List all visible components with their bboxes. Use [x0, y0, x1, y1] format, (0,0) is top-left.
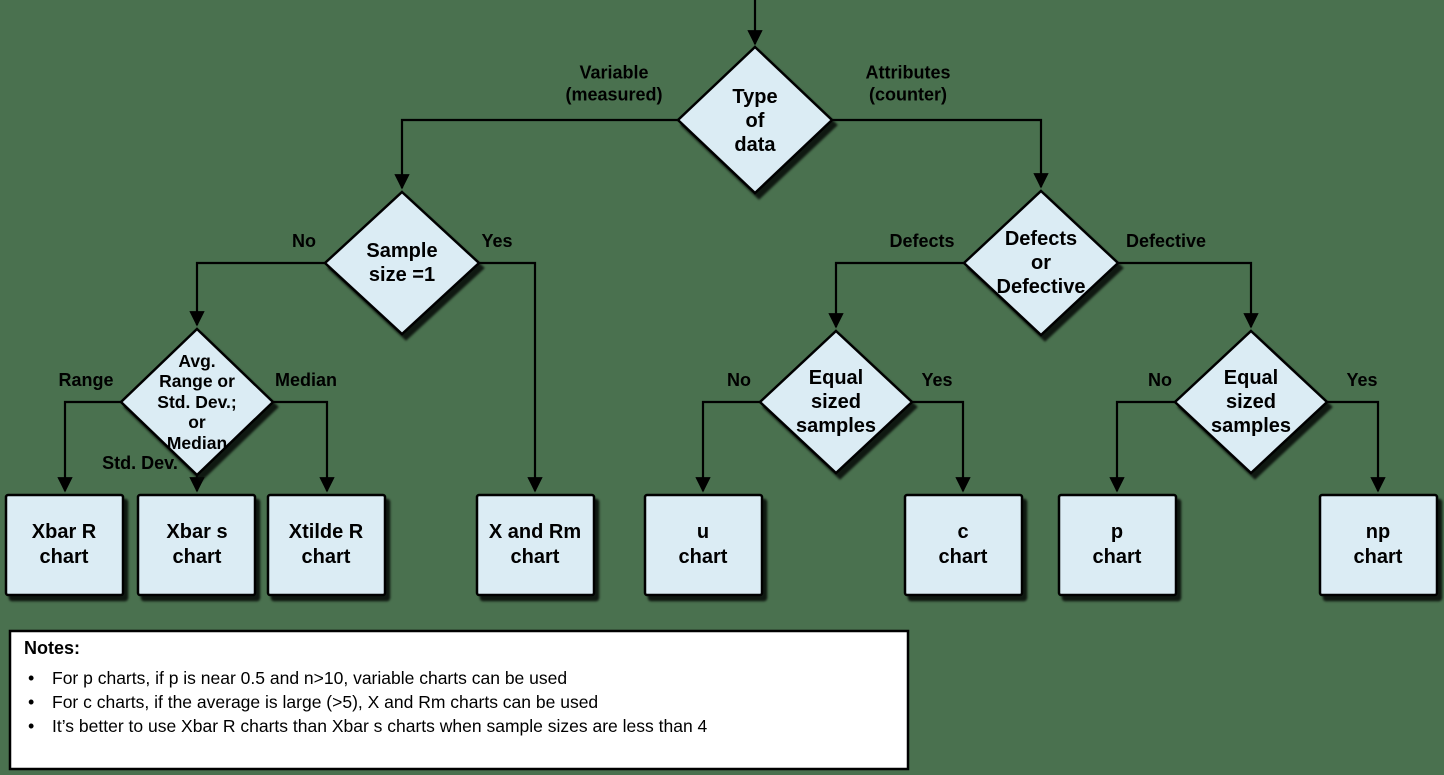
connector-equal-left-yes — [912, 400, 971, 493]
xtilde-r-chart-box — [266, 493, 387, 597]
defects-or-defective-label: Defects or Defective — [996, 228, 1086, 298]
avg-range-std-median-diamond — [119, 327, 275, 477]
sample-size-diamond — [323, 190, 481, 336]
equal-right-yes-label: Yes — [1346, 370, 1378, 391]
np-chart-box — [1318, 493, 1439, 597]
connector-equal-right-no — [1109, 400, 1175, 493]
defects-branch-label: Defects — [889, 231, 955, 252]
u-chart-label: u chart — [678, 521, 728, 568]
equal-sized-samples-left-label: Equal sized samples — [795, 367, 877, 437]
connector-median — [273, 400, 335, 493]
connector-equal-right-yes — [1327, 400, 1386, 493]
avg-range-std-median-label: Avg. Range or Std. Dev.; or Median — [157, 350, 237, 453]
equal-sized-samples-right-diamond — [1173, 329, 1329, 475]
median-label: Median — [274, 370, 338, 391]
note-item: It’s better to use Xbar R charts than Xb… — [26, 714, 886, 738]
connector-sample-yes — [479, 261, 543, 493]
defective-branch-label: Defective — [1125, 231, 1207, 252]
type-of-data-label: Type of data — [732, 86, 778, 156]
connector-defective — [1118, 261, 1259, 329]
p-chart-label: p chart — [1092, 521, 1142, 568]
sample-yes-label: Yes — [481, 231, 513, 252]
defects-or-defective-diamond — [962, 189, 1120, 337]
xbar-r-chart-label: Xbar R chart — [31, 521, 97, 568]
connector-defects — [828, 261, 964, 329]
connector-variable-branch — [394, 118, 678, 190]
xtilde-r-chart-label: Xtilde R chart — [288, 521, 364, 568]
equal-left-yes-label: Yes — [921, 370, 953, 391]
notes-list: For p charts, if p is near 0.5 and n>10,… — [26, 666, 886, 738]
equal-right-no-label: No — [1148, 370, 1172, 391]
note-item: For p charts, if p is near 0.5 and n>10,… — [26, 666, 886, 690]
connector-sample-no — [189, 261, 325, 327]
x-and-rm-chart-box — [475, 493, 596, 597]
xbar-s-chart-label: Xbar s chart — [166, 521, 228, 568]
xbar-r-chart-box — [4, 493, 125, 597]
equal-left-no-label: No — [727, 370, 751, 391]
c-chart-box — [903, 493, 1024, 597]
c-chart-label: c chart — [938, 521, 988, 568]
note-item: For c charts, if the average is large (>… — [26, 690, 886, 714]
equal-sized-samples-right-label: Equal sized samples — [1210, 367, 1292, 437]
type-of-data-diamond — [676, 45, 834, 195]
connector-attributes-branch — [832, 118, 1049, 189]
xbar-s-chart-box — [136, 493, 257, 597]
np-chart-label: np chart — [1353, 521, 1403, 568]
connector-range — [57, 400, 121, 493]
std-dev-label: Std. Dev. — [102, 453, 178, 474]
sample-no-label: No — [292, 231, 316, 252]
sample-size-label: Sample size =1 — [366, 240, 438, 286]
notes-title: Notes: — [24, 638, 81, 658]
u-chart-box — [643, 493, 764, 597]
connector-equal-left-no — [695, 400, 760, 493]
range-label: Range — [58, 370, 114, 391]
x-and-rm-chart-label: X and Rm chart — [488, 521, 582, 568]
variable-branch-label: Variable (measured) — [565, 62, 663, 104]
equal-sized-samples-left-diamond — [758, 329, 914, 475]
attributes-branch-label: Attributes (counter) — [865, 62, 951, 104]
p-chart-box — [1057, 493, 1178, 597]
